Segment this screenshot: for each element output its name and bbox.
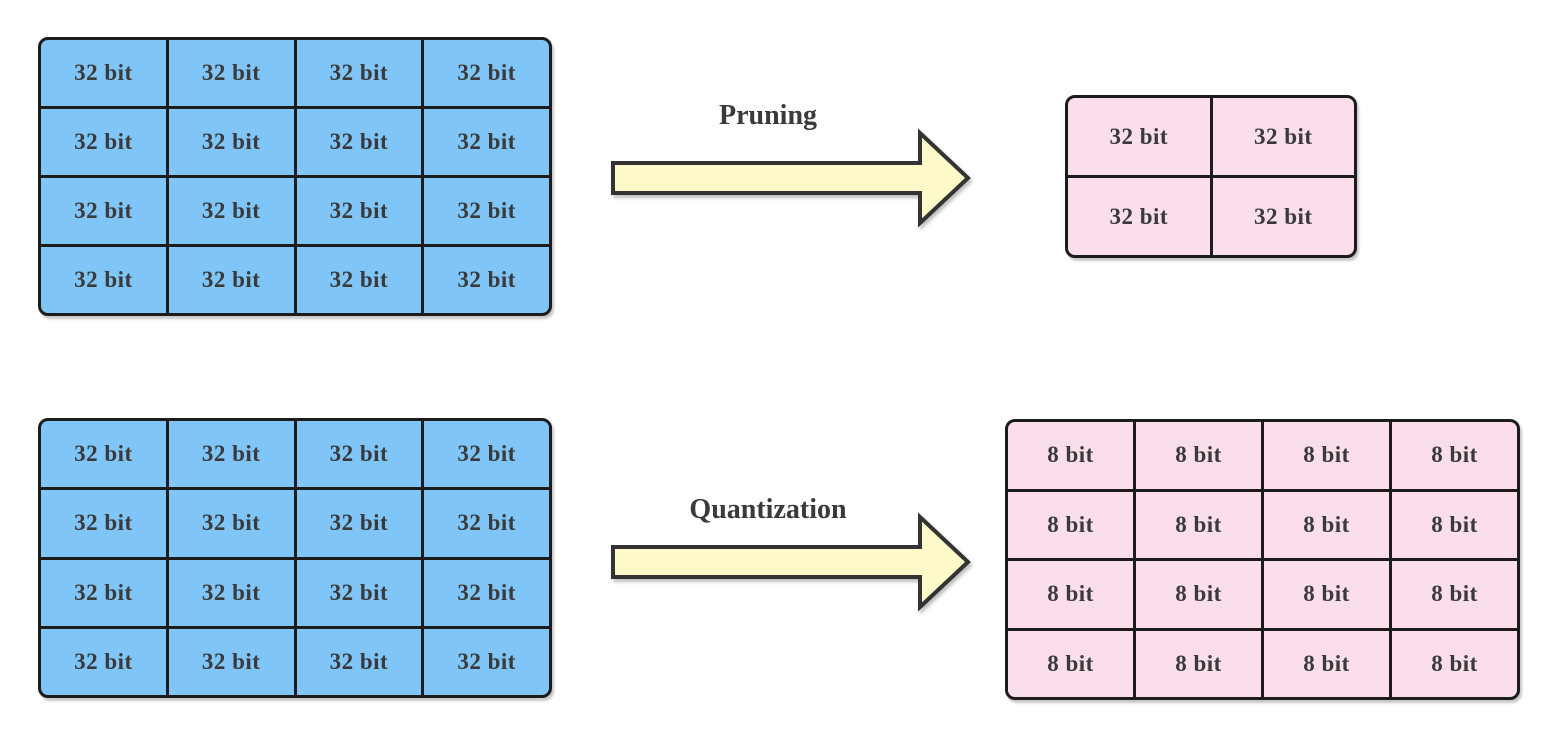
weight-cell: 32 bit: [168, 490, 294, 557]
weight-cell: 32 bit: [424, 109, 549, 175]
weight-cell: 32 bit: [296, 109, 422, 175]
weight-cell: 8 bit: [1136, 630, 1261, 697]
weight-cell: 32 bit: [296, 178, 422, 244]
weight-cell: 32 bit: [41, 628, 166, 695]
weight-cell: 8 bit: [1392, 630, 1517, 697]
weight-cell: 8 bit: [1008, 630, 1133, 697]
weight-cell: 32 bit: [424, 421, 549, 488]
weight-cell: 32 bit: [168, 40, 294, 106]
weight-cell: 8 bit: [1136, 561, 1261, 628]
weight-cell: 8 bit: [1008, 422, 1133, 489]
weight-cell: 32 bit: [424, 490, 549, 557]
weight-cell: 8 bit: [1264, 630, 1389, 697]
weight-cell: 32 bit: [41, 559, 166, 626]
weight-cell: 32 bit: [41, 421, 166, 488]
weight-cell: 8 bit: [1136, 422, 1261, 489]
weight-cell: 32 bit: [1212, 98, 1354, 175]
weight-cell: 32 bit: [41, 109, 166, 175]
quantization-arrow-label: Quantization: [689, 494, 847, 525]
weight-cell: 32 bit: [41, 247, 166, 313]
weight-cell: 32 bit: [296, 490, 422, 557]
weight-cell: 8 bit: [1392, 561, 1517, 628]
weight-cell: 32 bit: [424, 628, 549, 695]
weight-cell: 32 bit: [1212, 178, 1354, 255]
weight-cell: 32 bit: [424, 247, 549, 313]
weight-cell: 32 bit: [41, 40, 166, 106]
weight-cell: 32 bit: [168, 421, 294, 488]
weight-cell: 32 bit: [424, 559, 549, 626]
weight-cell: 32 bit: [296, 559, 422, 626]
weight-cell: 32 bit: [296, 421, 422, 488]
weight-cell: 32 bit: [296, 40, 422, 106]
weight-cell: 32 bit: [168, 628, 294, 695]
weight-cell: 32 bit: [424, 40, 549, 106]
weight-cell: 32 bit: [168, 178, 294, 244]
weight-cell: 32 bit: [168, 247, 294, 313]
weight-cell: 8 bit: [1264, 491, 1389, 558]
weight-cell: 32 bit: [1068, 98, 1210, 175]
weight-cell: 8 bit: [1008, 491, 1133, 558]
weight-cell: 32 bit: [424, 178, 549, 244]
weight-cell: 32 bit: [1068, 178, 1210, 255]
weight-cell: 8 bit: [1392, 491, 1517, 558]
weight-cell: 32 bit: [296, 247, 422, 313]
weight-cell: 8 bit: [1264, 561, 1389, 628]
weight-cell: 8 bit: [1136, 491, 1261, 558]
weight-cell: 32 bit: [41, 178, 166, 244]
weight-cell: 32 bit: [168, 109, 294, 175]
weight-cell: 32 bit: [296, 628, 422, 695]
weight-cell: 8 bit: [1008, 561, 1133, 628]
weight-cell: 8 bit: [1264, 422, 1389, 489]
quantization-arrow-right-icon: [611, 512, 971, 612]
weight-cell: 8 bit: [1392, 422, 1517, 489]
weight-cell: 32 bit: [41, 490, 166, 557]
pruning-arrow-label: Pruning: [718, 100, 818, 131]
pruning-arrow-right-icon: [611, 128, 971, 228]
weight-cell: 32 bit: [168, 559, 294, 626]
